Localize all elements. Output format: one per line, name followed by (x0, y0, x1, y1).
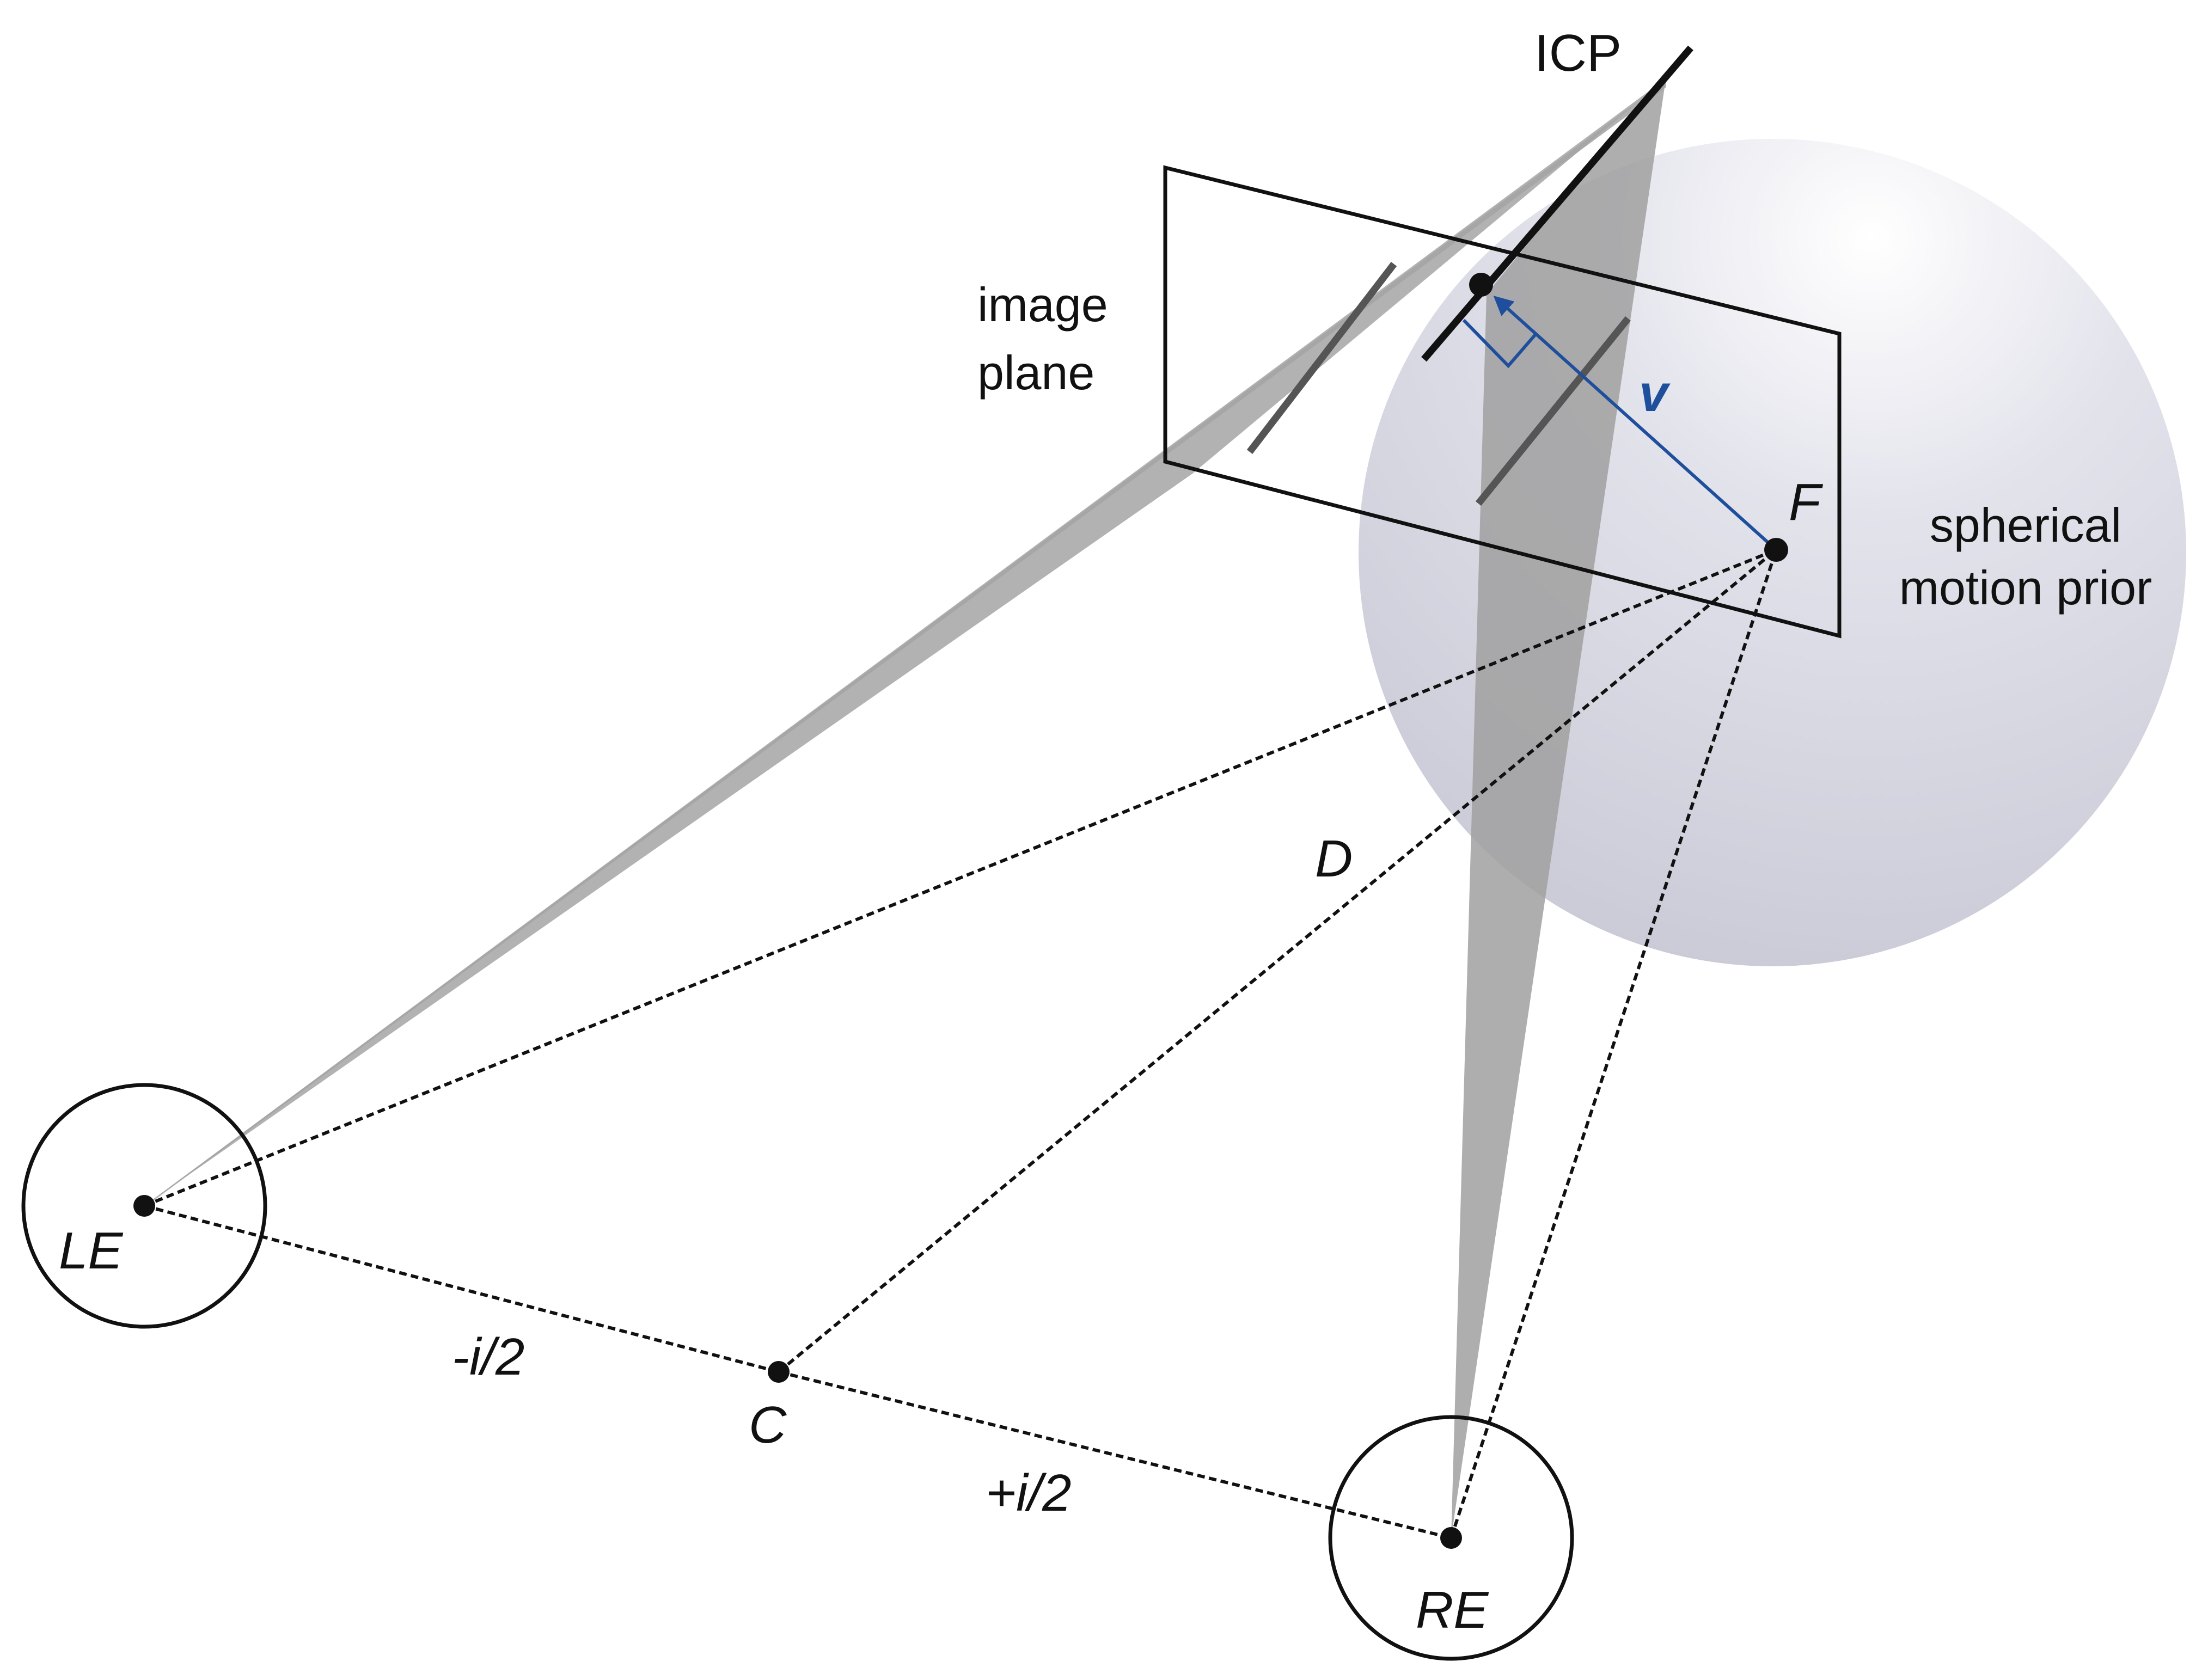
image-plane (1163, 165, 1842, 639)
right-eye-circle (1328, 1415, 1574, 1661)
negative-half-interocular-label: -i/2 (452, 1328, 524, 1386)
right-angle-marker (1462, 318, 1538, 369)
icp-line (1421, 45, 1693, 362)
image-plane-label-line1: image (977, 278, 1108, 332)
dashed-lines (143, 548, 1778, 1540)
left-eye-circle (21, 1083, 267, 1329)
positive-half-interocular-label: +i/2 (986, 1464, 1071, 1522)
vector-v (1493, 296, 1778, 551)
fixation-point-label: F (1789, 473, 1824, 531)
le-to-f-line (143, 548, 1777, 1207)
icp-label: ICP (1534, 24, 1622, 82)
spherical-motion-prior-label-line1: spherical (1930, 498, 2121, 552)
left-eye-label: LE (59, 1222, 123, 1280)
spherical-motion-prior-label-line2: motion prior (1899, 561, 2152, 615)
right-eye-projection-wedge (1451, 76, 1666, 1538)
left-eye-point (133, 1195, 155, 1217)
vector-v-label: v (1639, 364, 1671, 422)
left-eye-projection-wedge-body (144, 76, 1669, 1206)
le-to-c-line (144, 1204, 779, 1374)
cyclopean-point-label: C (749, 1396, 787, 1454)
icp-image-point (1469, 273, 1493, 297)
re-to-f-line (1449, 549, 1778, 1538)
left-image-segment (1246, 262, 1397, 454)
right-eye-label: RE (1416, 1581, 1489, 1639)
distance-label: D (1315, 830, 1353, 888)
image-plane-label-line2: plane (977, 346, 1094, 400)
fixation-point (1764, 538, 1788, 562)
right-image-segment (1475, 316, 1631, 506)
cyclopean-point (768, 1361, 790, 1383)
c-to-re-line (778, 1370, 1452, 1540)
right-eye-point (1440, 1527, 1462, 1549)
